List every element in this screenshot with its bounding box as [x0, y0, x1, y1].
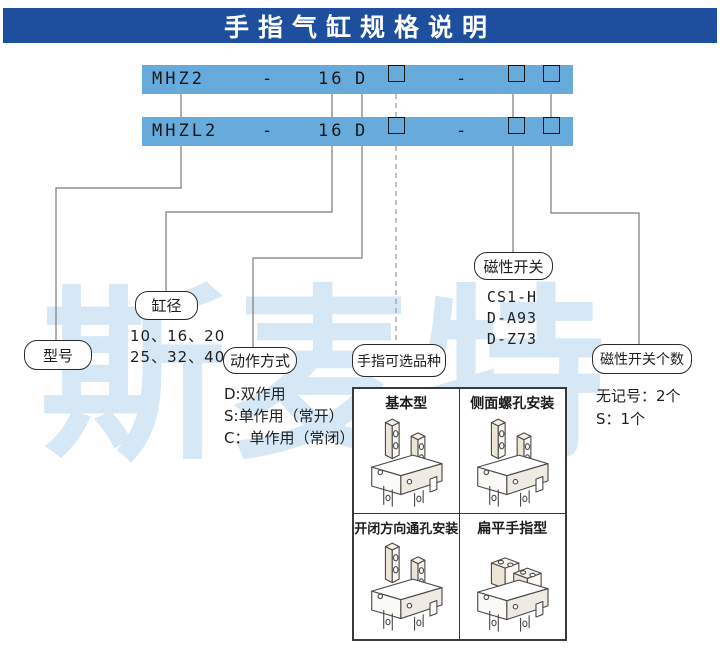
model-callout-label: 型号: [42, 346, 73, 365]
option-square-icon: [508, 117, 525, 134]
finger-variety-callout: 手指可选品种: [352, 344, 446, 377]
model-code: MHZ2: [152, 69, 205, 89]
action-option: S:单作用（常开）: [224, 407, 344, 425]
cell-label: 基本型: [385, 396, 428, 412]
magnetic-switch-models: CS1-H D-A93 D-Z73: [468, 287, 556, 350]
switch-count-callout-label: 磁性开关个数: [600, 352, 684, 368]
magnetic-switch-callout: 磁性开关: [474, 252, 553, 280]
flat-finger-gripper-illustration: [477, 557, 549, 633]
bore-values-line: 10、16、20: [130, 327, 226, 345]
action-code: D: [355, 121, 369, 141]
magnetic-switch-callout-label: 磁性开关: [483, 257, 544, 276]
cell-label: 侧面螺孔安装: [470, 396, 555, 412]
model-code-bar-mhzl2: MHZL2 - 16 D -: [142, 117, 573, 146]
action-options: D:双作用 S:单作用（常开） C：单作用（常闭）: [224, 383, 354, 449]
dash: -: [456, 121, 470, 141]
switch-count-options: 无记号：2个 S：1个: [596, 385, 681, 431]
switch-count-callout: 磁性开关个数: [592, 344, 692, 374]
bore-values: 10、16、20 25、32、40: [130, 326, 225, 368]
page-title: 手指气缸规格说明: [223, 12, 496, 42]
cell-label: 扁平手指型: [477, 521, 548, 537]
switch-model: CS1-H: [486, 288, 538, 306]
action-code: D: [355, 69, 369, 89]
bore-code: 16: [318, 121, 345, 141]
cell-label: 开闭方向通孔安装: [354, 522, 459, 537]
dash: -: [262, 121, 276, 141]
model-code-bar-mhz2: MHZ2 - 16 D -: [142, 65, 573, 94]
bore-values-line: 25、32、40: [130, 348, 226, 366]
connector-action: [252, 146, 363, 347]
grid-cell-side-screw-mount: 侧面螺孔安装: [459, 389, 565, 514]
action-callout-label: 动作方式: [229, 352, 290, 370]
bore-callout: 缸径: [135, 291, 198, 320]
through-hole-gripper-illustration: [371, 542, 443, 632]
option-square-icon: [388, 117, 405, 134]
switch-count-option: 无记号：2个: [596, 387, 681, 405]
option-square-icon: [388, 65, 405, 82]
grid-cell-flat-finger: 扁平手指型: [460, 514, 566, 639]
action-callout: 动作方式: [223, 347, 297, 374]
option-square-icon: [508, 65, 525, 82]
basic-gripper-illustration: [371, 418, 443, 508]
switch-model: D-A93: [486, 309, 538, 327]
finger-variety-grid: 基本型 侧面螺孔安装 开闭方向通孔安装 扁平手指型: [352, 387, 567, 641]
option-square-icon: [543, 65, 560, 82]
switch-count-option: S：1个: [596, 410, 646, 428]
connector-switch-count: [550, 146, 640, 344]
dash: -: [262, 69, 276, 89]
grid-cell-basic: 基本型: [354, 389, 460, 514]
grid-cell-through-hole-mount: 开闭方向通孔安装: [354, 514, 460, 639]
model-code: MHZL2: [152, 121, 219, 141]
bore-code: 16: [318, 69, 345, 89]
bore-callout-label: 缸径: [151, 297, 182, 315]
finger-variety-callout-label: 手指可选品种: [357, 353, 441, 370]
header-bar: 手指气缸规格说明: [3, 8, 717, 43]
model-callout: 型号: [24, 340, 92, 370]
side-screw-gripper-illustration: [477, 418, 549, 508]
action-option: C：单作用（常闭）: [224, 429, 355, 447]
connector-model: [55, 146, 182, 341]
connector-bore: [165, 146, 333, 291]
option-square-icon: [543, 117, 560, 134]
dash: -: [456, 69, 470, 89]
switch-model: D-Z73: [486, 330, 538, 348]
action-option: D:双作用: [224, 385, 286, 403]
